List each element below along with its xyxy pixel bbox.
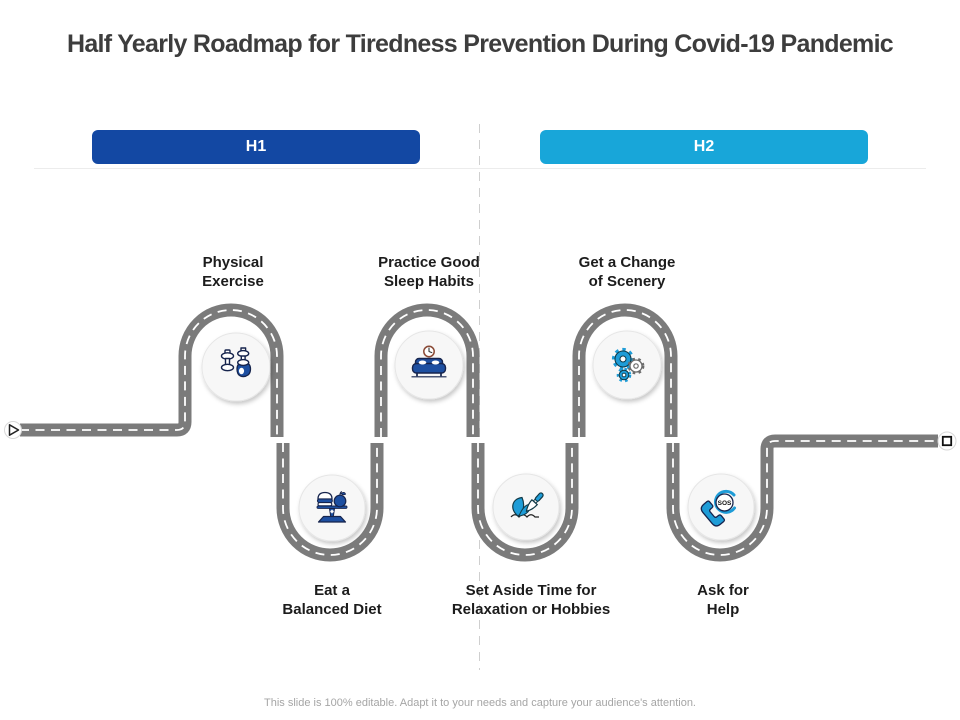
- label-get-change-of-scenery: Get a Change of Scenery: [578, 254, 676, 290]
- horizontal-rule: [34, 168, 926, 169]
- road: [20, 303, 938, 562]
- gears-icon: [611, 347, 645, 383]
- h2-period-bar: H2: [540, 130, 868, 164]
- label-ask-for-help: Ask for Help: [697, 582, 749, 618]
- footer-note: This slide is 100% editable. Adapt it to…: [264, 697, 696, 709]
- dumbbell-icon: [220, 347, 252, 378]
- label-eat-balanced-diet: Eat a Balanced Diet: [282, 582, 382, 618]
- sos-text: SOS: [718, 500, 732, 507]
- node-circle-physical-exercise: [201, 332, 271, 402]
- start-marker: [4, 421, 22, 439]
- end-marker: [937, 431, 957, 451]
- sos-phone-icon: SOS: [700, 489, 736, 527]
- gardening-icon: [510, 492, 544, 518]
- balance-scale-icon: [316, 490, 348, 523]
- h1-period-bar: H1: [92, 130, 420, 164]
- sofa-clock-icon: [411, 345, 447, 378]
- page-title: Half Yearly Roadmap for Tiredness Preven…: [66, 30, 894, 58]
- label-relaxation-or-hobbies: Set Aside Time for Relaxation or Hobbies: [451, 582, 611, 618]
- label-physical-exercise: Physical Exercise: [202, 254, 264, 290]
- label-practice-good-sleep-habits: Practice Good Sleep Habits: [378, 254, 480, 290]
- stop-square-icon: [941, 435, 953, 447]
- play-arrow-icon: [8, 424, 20, 436]
